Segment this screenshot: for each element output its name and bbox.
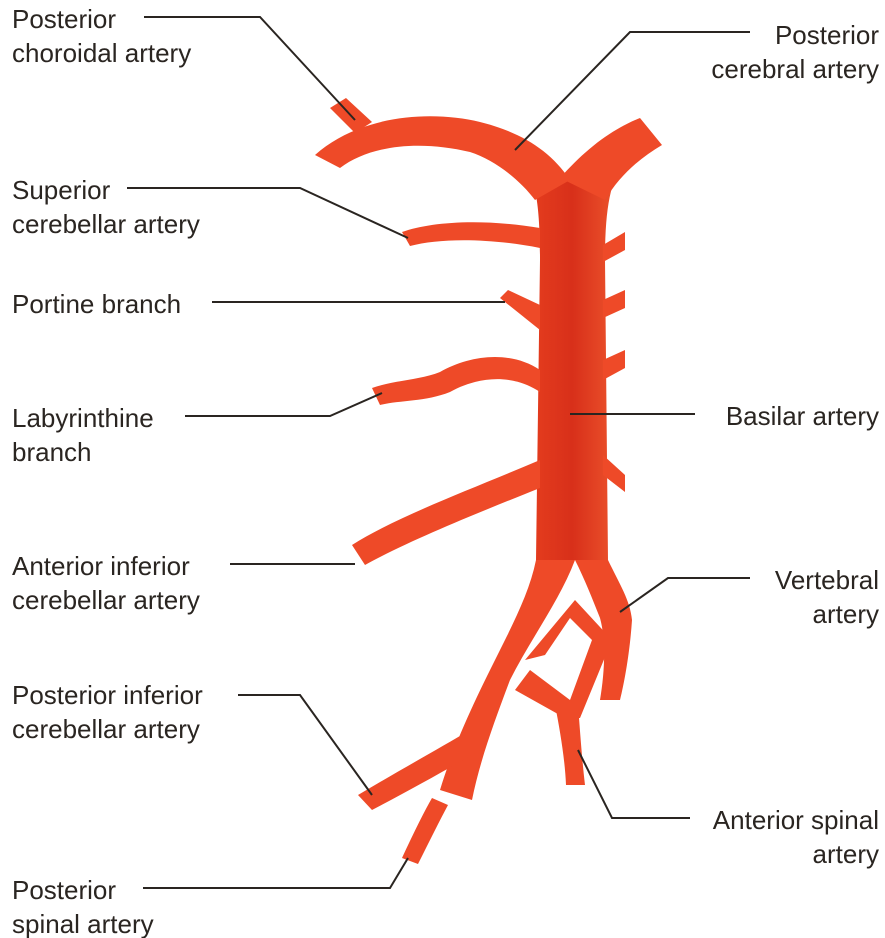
label-basilar-artery: Basilar artery [726,399,879,433]
labyrinthine-branch-shape [372,357,540,405]
label-labyrinthine-branch: Labyrinthine branch [12,401,154,469]
label-pontine-branch: Portine branch [12,287,181,321]
label-anterior-spinal-artery: Anterior spinal artery [713,803,879,871]
label-superior-cerebellar-artery: Superior cerebellar artery [12,173,200,241]
leader-labyrinthine [185,393,382,416]
aica-shape [352,460,540,565]
anterior-spinal-shape [555,705,585,785]
leader-anterior-spinal [578,750,690,818]
pontine-branch-right-2 [603,290,625,318]
label-posterior-choroidal-artery: Posterior choroidal artery [12,2,191,70]
pontine-branch-right-3 [603,350,625,380]
leader-vertebral [620,578,750,612]
superior-cerebellar-shape [402,222,540,248]
label-anterior-inferior-cerebellar-artery: Anterior inferior cerebellar artery [12,549,200,617]
label-posterior-cerebral-artery: Posterior cerebral artery [711,18,879,86]
label-posterior-inferior-cerebellar-artery: Posterior inferior cerebellar artery [12,678,203,746]
leader-posterior-spinal [143,858,408,888]
posterior-spinal-shape [402,798,448,864]
pontine-branch-left-shape [500,290,540,330]
label-posterior-spinal-artery: Posterior spinal artery [12,873,154,938]
leader-pica [238,695,372,795]
vertebral-left-shape [440,560,575,800]
label-vertebral-artery: Vertebral artery [775,563,879,631]
pontine-branch-right-1 [603,232,625,262]
